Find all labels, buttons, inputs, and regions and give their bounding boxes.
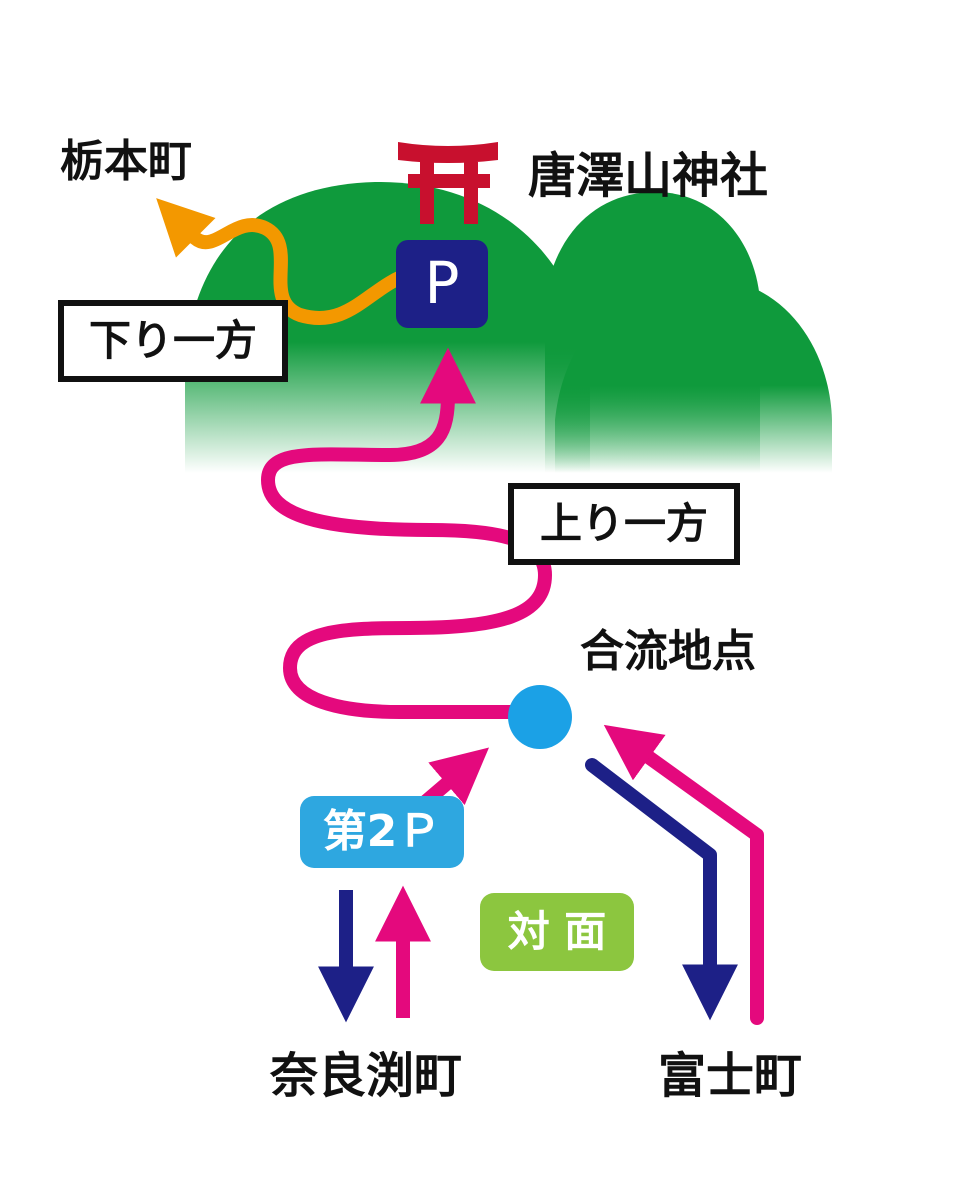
fuji-inbound-route <box>603 724 764 1025</box>
second-parking-badge: 第2Ｐ <box>300 796 464 868</box>
junction-dot-icon <box>508 685 572 749</box>
uphill-oneway-sign: 上り一方 <box>508 483 740 565</box>
parking-icon: P <box>396 240 488 328</box>
downhill-route <box>156 198 419 325</box>
parking-label: P <box>425 249 460 317</box>
fuji-label: 富士町 <box>658 1048 803 1104</box>
tochimoto-label: 栃本町 <box>60 136 192 187</box>
opposite-traffic-badge: 対 面 <box>480 893 634 971</box>
junction-label: 合流地点 <box>580 626 756 677</box>
downhill-oneway-sign: 下り一方 <box>58 300 288 382</box>
shrine-label: 唐澤山神社 <box>528 148 769 204</box>
narabuchi-label: 奈良渕町 <box>270 1048 463 1104</box>
torii-gate-icon <box>398 142 498 224</box>
fuji-outbound-route <box>585 758 738 1021</box>
mountain-right-front <box>555 278 832 473</box>
